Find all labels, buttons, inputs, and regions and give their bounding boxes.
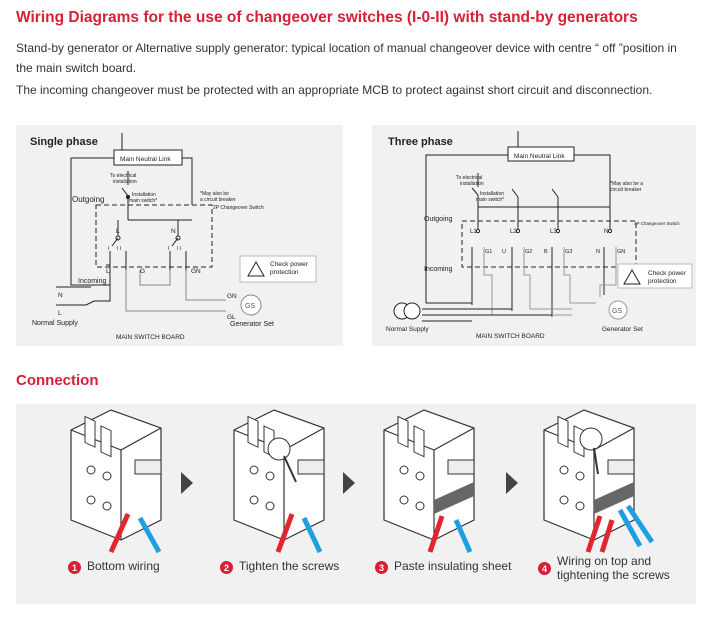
supply-n-label: N	[58, 292, 63, 299]
g-label: G	[140, 268, 145, 275]
n-label-3p: N	[604, 229, 608, 235]
connection-heading: Connection	[16, 372, 99, 389]
three-phase-title: Three phase	[388, 136, 453, 148]
l-supply-label: L	[106, 268, 110, 275]
single-phase-diagram: Single phase Main Neutral Link To electr…	[16, 125, 343, 346]
step-2-illustration	[233, 409, 325, 554]
step-label: Wiring on top and	[557, 554, 652, 568]
step-number-badge: 1	[68, 561, 81, 574]
gn-label: GN	[191, 268, 201, 275]
step-label-line-2: tightening the screws	[557, 568, 670, 582]
step-arrow-icon	[181, 472, 193, 494]
note-label-3p-2: circuit breaker	[610, 187, 642, 193]
pos-ii-label-n: I I	[177, 246, 181, 252]
step-number-badge: 3	[375, 561, 388, 574]
main-neutral-link-label: Main Neutral Link	[120, 156, 171, 163]
g2-label: G2	[525, 249, 532, 255]
supply-l-label: L	[58, 310, 62, 317]
to-install-label-3p-2: installation	[460, 181, 484, 187]
check-power-label-2: protection	[270, 269, 299, 276]
gs-label-3p: GS	[612, 308, 622, 315]
l-label: L	[116, 228, 120, 235]
gen-gn-label: GN	[227, 293, 237, 300]
step-arrow-icon	[343, 472, 355, 494]
g1-label: G1	[485, 249, 492, 255]
step-3-illustration	[383, 409, 475, 554]
note-label-2: a circuit breaker	[200, 197, 236, 203]
main-switch-board-label: MAIN SWITCH BOARD	[116, 334, 185, 341]
step-4: 4 Wiring on top and tightening the screw…	[538, 554, 670, 582]
step-arrow-icon	[506, 472, 518, 494]
intro-paragraph: Stand-by generator or Alternative supply…	[16, 41, 677, 75]
main-switch-label-1: Installation	[132, 192, 156, 198]
page-title: Wiring Diagrams for the use of changeove…	[16, 9, 638, 26]
changeover-label: 2P Changeover Switch	[213, 205, 264, 211]
connection-illustrations	[70, 409, 655, 554]
main-switch-label-3p-1: Installation	[480, 191, 504, 197]
l2-label: L2	[510, 229, 517, 235]
l3-label: L3	[550, 229, 557, 235]
check-power-label-3p-1: Check power	[648, 270, 687, 277]
main-switch-label-2: main switch*	[129, 198, 157, 204]
step-label: Bottom wiring	[87, 559, 160, 573]
gs-label: GS	[245, 303, 255, 310]
step-1-illustration	[70, 409, 162, 554]
step-number-badge: 4	[538, 562, 551, 575]
step-3: 3 Paste insulating sheet	[375, 559, 511, 574]
pos-ii-label-l: I I	[117, 246, 121, 252]
to-install-label-3p-1: To electrical	[456, 175, 482, 181]
gen-gl-label: GL	[227, 314, 236, 321]
note-label-3p-1: *May also be a	[610, 181, 643, 187]
main-switch-label-3p-2: main switch*	[476, 197, 504, 203]
to-install-label-2: installation	[113, 179, 137, 185]
g3-label: G3	[565, 249, 572, 255]
check-power-label-1: Check power	[270, 261, 309, 268]
nn-label: N	[596, 249, 600, 255]
b-label: B	[544, 249, 548, 255]
l1-label: L1	[470, 229, 477, 235]
single-phase-wiring-svg: Single phase Main Neutral Link To electr…	[30, 133, 317, 341]
outgoing-label: Outgoing	[72, 195, 104, 204]
outgoing-label-3p: Outgoing	[424, 216, 453, 223]
generator-set-label: Generator Set	[230, 321, 274, 328]
step-number-badge: 2	[220, 561, 233, 574]
main-switch-board-label-3p: MAIN SWITCH BOARD	[476, 333, 545, 340]
incoming-label: Incoming	[78, 278, 107, 285]
check-power-label-3p-2: protection	[648, 278, 677, 285]
step-4-illustration	[543, 409, 655, 553]
normal-supply-label-3p: Normal Supply	[386, 326, 429, 333]
protection-paragraph: The incoming changeover must be protecte…	[16, 83, 653, 97]
u-label: U	[502, 249, 506, 255]
step-1: 1 Bottom wiring	[68, 559, 160, 574]
incoming-label-3p: Incoming	[424, 266, 453, 273]
step-label: Tighten the screws	[239, 559, 340, 573]
pos-i-label-n: I	[168, 246, 169, 252]
generator-set-label-3p: Generator Set	[602, 326, 643, 333]
n-label: N	[171, 228, 176, 235]
changeover-label-3p: 4P Changeover Switch	[634, 221, 680, 226]
pos-i-label-l: I	[108, 246, 109, 252]
three-phase-wiring-svg: Three phase Main Neutral Link To electri…	[386, 131, 693, 340]
to-install-label-1: To electrical	[110, 173, 136, 179]
main-neutral-link-label-3p: Main Neutral Link	[514, 153, 565, 160]
three-phase-diagram: Three phase Main Neutral Link To electri…	[372, 125, 696, 346]
note-label-1: *May also be	[200, 191, 229, 197]
normal-supply-label: Normal Supply	[32, 320, 78, 327]
connection-steps-panel: 1 Bottom wiring 2 Tighten the screws 3 P…	[16, 404, 696, 604]
single-phase-title: Single phase	[30, 136, 98, 148]
step-2: 2 Tighten the screws	[220, 559, 339, 574]
gn-label-3p: GN	[617, 249, 625, 255]
step-label: Paste insulating sheet	[394, 559, 512, 573]
